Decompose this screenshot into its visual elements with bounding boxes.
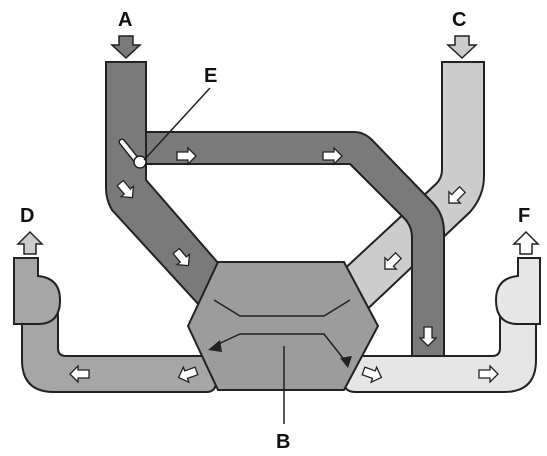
exchanger-flow-line-2 (213, 333, 347, 363)
leader-line-e (143, 87, 211, 161)
duct-a-supply (105, 61, 254, 332)
label-c: C (452, 9, 466, 31)
label-d: D (20, 205, 34, 227)
block-arrow-icon (172, 247, 191, 267)
block-arrow-icon (384, 251, 403, 270)
block-arrow-icon (116, 179, 135, 199)
block-arrow-icon (176, 146, 197, 166)
block-arrow-icon (446, 35, 478, 60)
label-b: B (276, 431, 290, 453)
block-arrow-icon (322, 146, 343, 166)
heat-exchanger (186, 261, 380, 391)
exchanger-flow-line-1 (213, 299, 351, 317)
fan-housing-f (494, 257, 541, 325)
label-e: E (204, 65, 217, 87)
block-arrow-icon (361, 365, 383, 384)
damper-icon (118, 138, 147, 169)
block-arrow-icon (177, 365, 199, 384)
label-f: F (518, 205, 530, 227)
block-arrow-icon (478, 364, 499, 384)
block-arrow-icon (110, 35, 142, 60)
fan-housing-d (13, 257, 62, 325)
block-arrow-icon (69, 364, 90, 384)
exchanger-arrowhead-right (340, 356, 352, 368)
label-a: A (118, 9, 132, 31)
duct-bypass (145, 131, 445, 357)
exchanger-arrowhead-left (208, 340, 222, 352)
block-arrow-icon (512, 230, 540, 255)
block-arrow-icon (418, 326, 438, 347)
block-arrow-icon (448, 185, 467, 204)
block-arrow-icon (16, 230, 44, 255)
